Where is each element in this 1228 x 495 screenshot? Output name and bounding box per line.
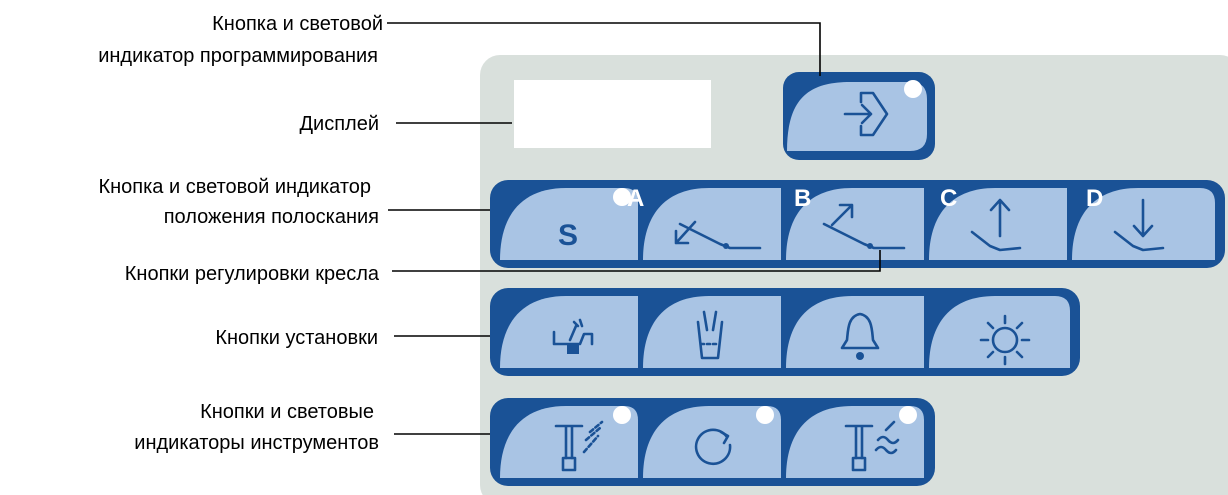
rotation-icon: [694, 428, 732, 466]
scaler-spray-icon: [844, 420, 900, 472]
key-a-label: A: [627, 185, 644, 212]
key-b-label: B: [794, 185, 811, 212]
programming-label-line2: индикатор программирования: [98, 45, 378, 67]
chair-button-a[interactable]: A: [627, 185, 781, 260]
programming-button[interactable]: [783, 72, 935, 160]
light-icon: [979, 314, 1031, 366]
setup-label: Кнопки установки: [215, 327, 378, 349]
seat-up-icon: [970, 198, 1022, 252]
rinse-label-line1: Кнопка и световой индикатор: [98, 176, 371, 198]
chair-button-c[interactable]: C: [929, 185, 1067, 260]
key-d-label: D: [1086, 185, 1103, 212]
display-label: Дисплей: [299, 113, 379, 135]
instrument-button-handpiece[interactable]: [500, 406, 638, 478]
rinse-letter: S: [558, 219, 578, 252]
instrument-led-1: [613, 406, 631, 424]
chair-label: Кнопки регулировки кресла: [125, 263, 380, 285]
setup-button-cuspidor[interactable]: [500, 296, 638, 368]
instrument-button-scaler[interactable]: [786, 406, 924, 478]
key-c-label: C: [940, 185, 957, 212]
instrument-led-2: [756, 406, 774, 424]
setup-button-bell[interactable]: [786, 296, 924, 368]
instrument-button-rotation[interactable]: [643, 406, 781, 478]
control-panel: [480, 55, 1228, 495]
chair-leader-line: [392, 250, 881, 272]
setup-button-cup-fill[interactable]: [643, 296, 781, 368]
seat-down-icon: [1113, 198, 1165, 252]
display-screen: [514, 80, 711, 148]
handpiece-spray-icon: [554, 420, 604, 472]
bell-icon: [840, 312, 880, 360]
leader-lines: [387, 22, 881, 435]
chair-button-d[interactable]: D: [1072, 185, 1215, 260]
rinse-led: [613, 188, 631, 206]
instruments-label-line1: Кнопки и световые: [200, 401, 374, 423]
programming-led: [904, 80, 922, 98]
chair-up-back-icon: [822, 203, 906, 250]
setup-button-light[interactable]: [929, 296, 1070, 368]
cup-fill-icon: [696, 310, 724, 360]
chair-down-back-icon: [674, 220, 762, 250]
instruments-label-line2: индикаторы инструментов: [134, 432, 379, 454]
instrument-led-3: [899, 406, 917, 424]
programming-label-line1: Кнопка и световой: [212, 13, 383, 35]
rinse-label-line2: положения полоскания: [164, 206, 379, 228]
cuspidor-icon: [552, 318, 594, 354]
rinse-position-button[interactable]: S: [500, 188, 638, 260]
programming-leader-line: [387, 22, 821, 76]
enter-arrow-icon: [843, 91, 889, 137]
chair-button-b[interactable]: B: [786, 185, 924, 260]
